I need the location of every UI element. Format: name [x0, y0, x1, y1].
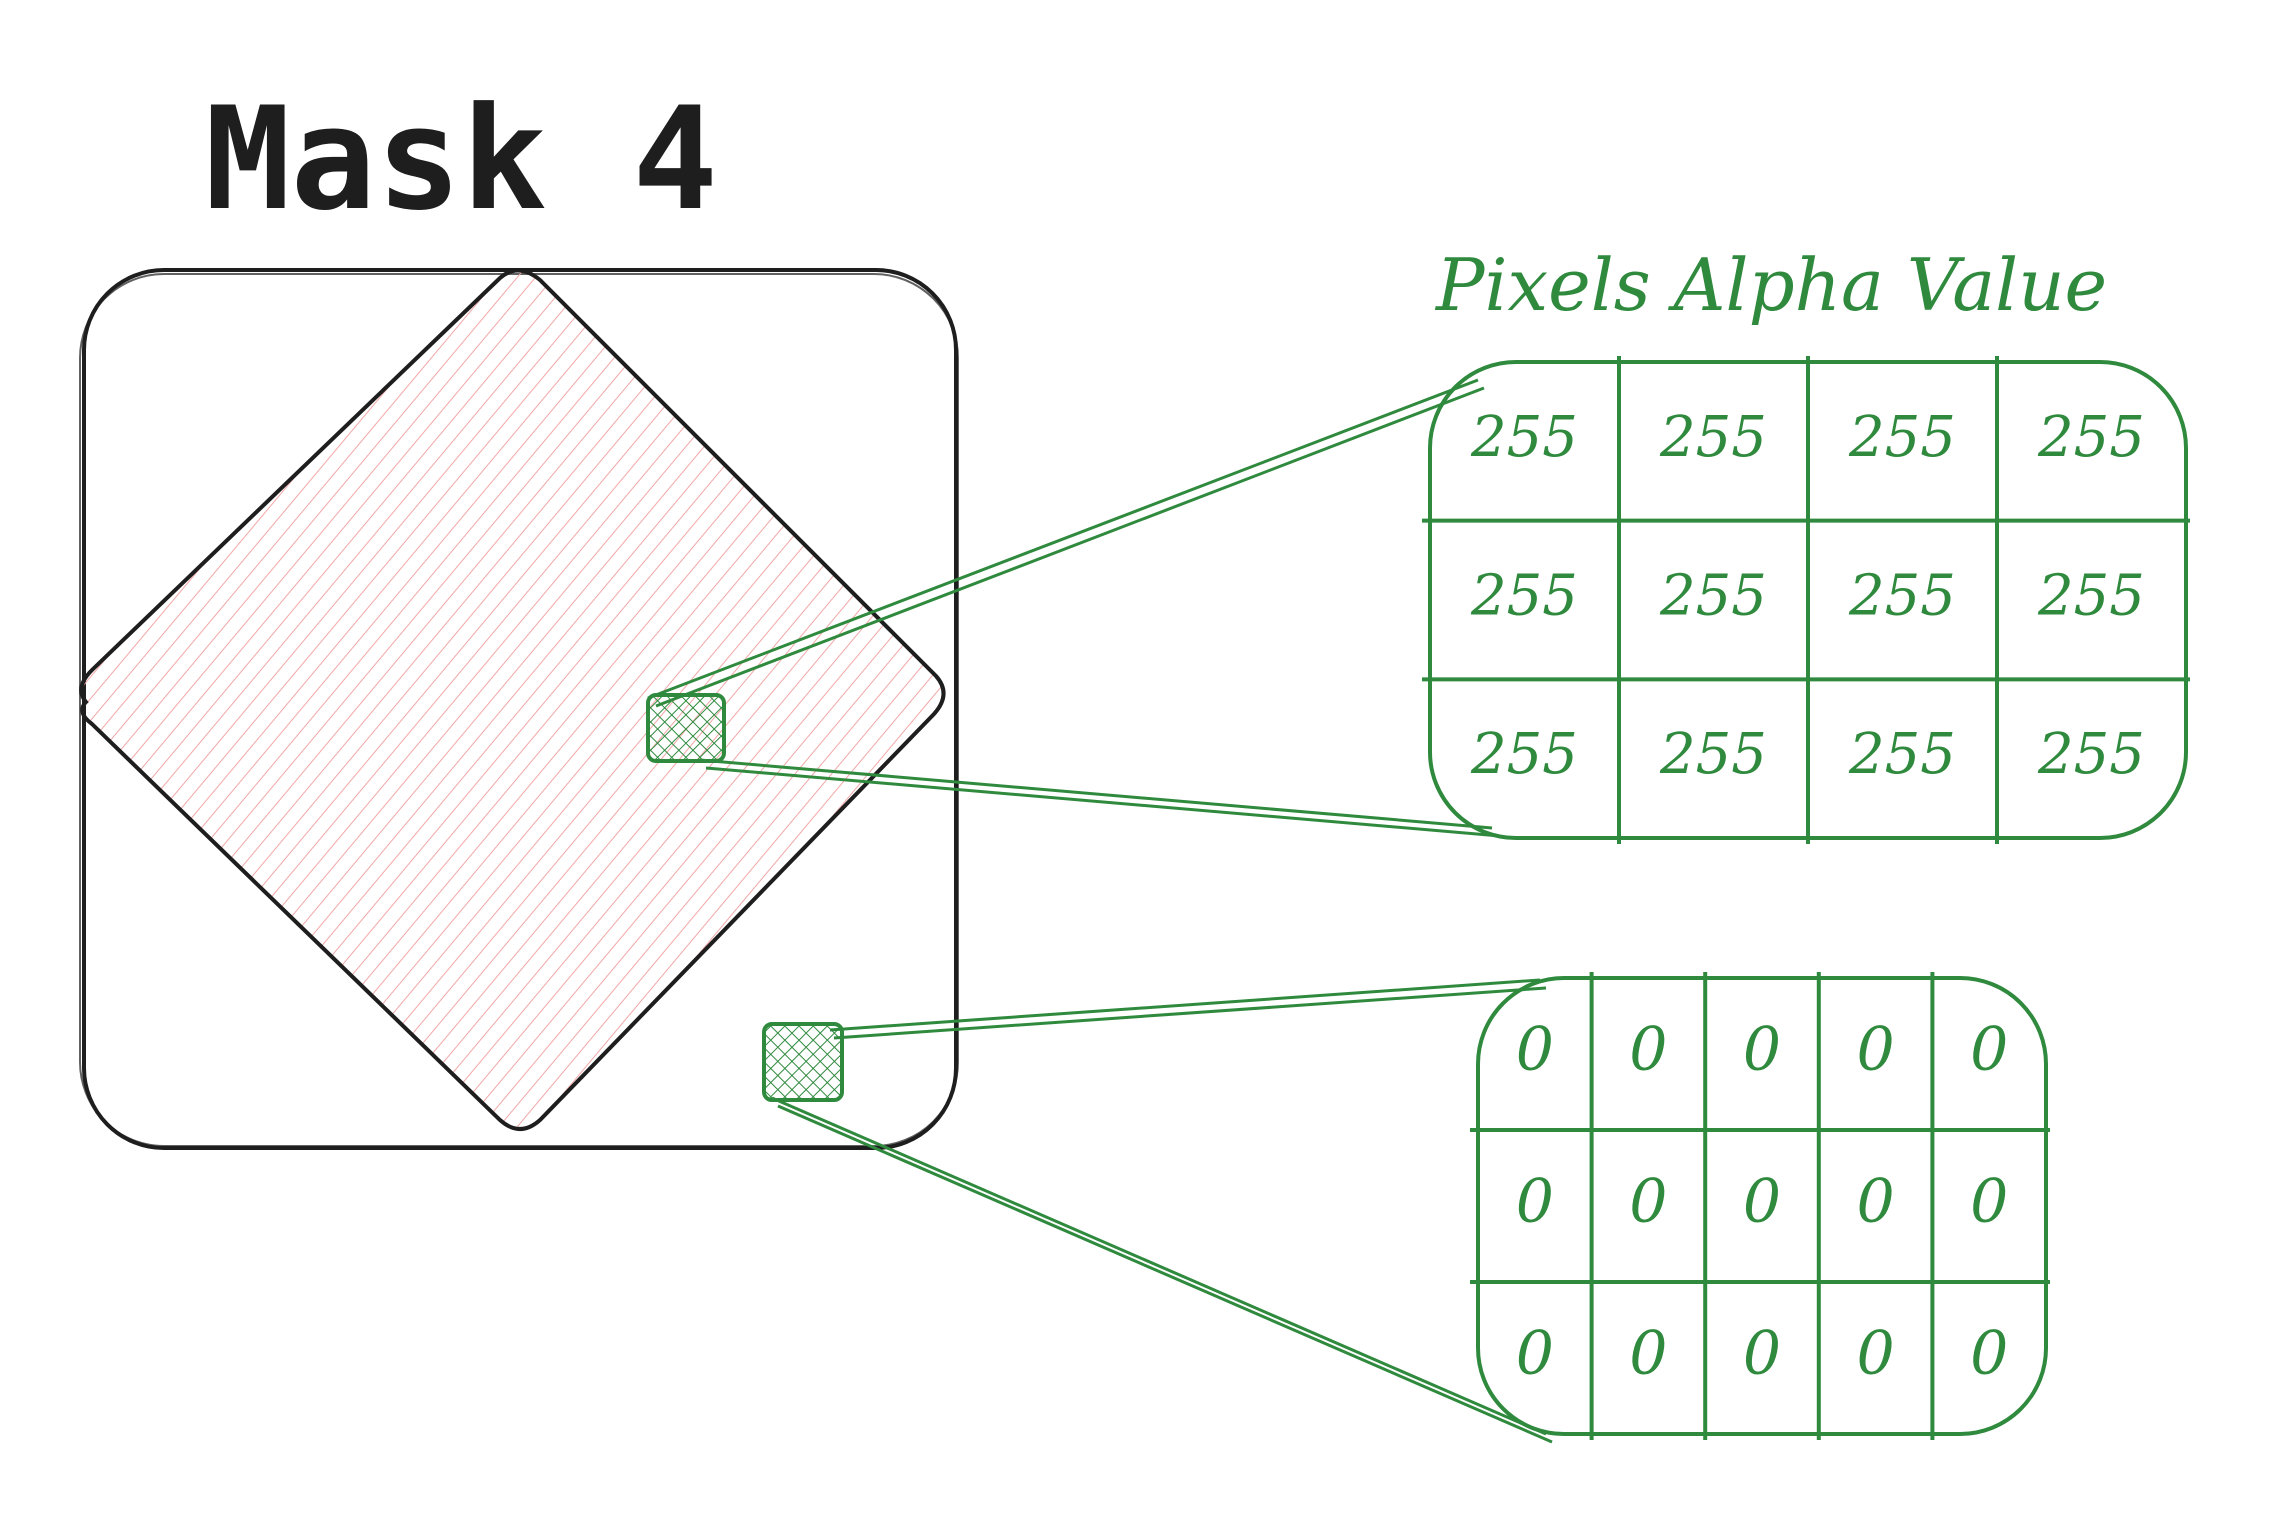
- transparent-grid-cell-value: 0: [1857, 1319, 1895, 1389]
- diagram-title: Mask 4: [205, 77, 718, 242]
- opaque-grid-cell-value: 255: [1848, 564, 1956, 629]
- opaque-grid-cell-value: 255: [1659, 722, 1767, 787]
- transparent-alpha-grid: 0 0 0 0 0 0 0 0 0 0 0 0 0 0 0: [1470, 972, 2050, 1440]
- transparent-grid-cell-value: 0: [1970, 1167, 2008, 1237]
- zoom-connector-bottom: [771, 978, 1553, 1444]
- transparent-grid-cell-value: 0: [1970, 1319, 2008, 1389]
- transparent-grid-cell-value: 0: [1743, 1319, 1781, 1389]
- opaque-grid-cell-value: 255: [1848, 722, 1956, 787]
- transparent-grid-cell-value: 0: [1629, 1167, 1667, 1237]
- transparent-grid-cell-value: 0: [1857, 1167, 1895, 1237]
- transparent-grid-cell-value: 0: [1743, 1167, 1781, 1237]
- mask-diamond-shape: [79, 268, 946, 1131]
- opaque-grid-cell-value: 255: [2037, 722, 2145, 787]
- transparent-grid-cell-value: 0: [1516, 1167, 1554, 1237]
- transparent-grid-cell-value: 0: [1516, 1319, 1554, 1389]
- opaque-grid-cell-value: 255: [2037, 564, 2145, 629]
- opaque-grid-cell-value: 255: [1848, 405, 1956, 470]
- transparent-grid-cell-value: 0: [1970, 1015, 2008, 1085]
- transparent-grid-cell-value: 0: [1857, 1015, 1895, 1085]
- transparent-grid-cell-value: 0: [1743, 1015, 1781, 1085]
- opaque-grid-cell-value: 255: [1470, 564, 1578, 629]
- opaque-alpha-grid: 255 255 255 255 255 255 255 255 255 255 255 255: [1422, 356, 2190, 844]
- grid-caption: Pixels Alpha Value: [1434, 243, 2107, 327]
- opaque-grid-cell-value: 255: [2037, 405, 2145, 470]
- opaque-grid-cell-value: 255: [1659, 564, 1767, 629]
- opaque-grid-cell-value: 255: [1659, 405, 1767, 470]
- opaque-grid-cell-value: 255: [1470, 405, 1578, 470]
- transparent-grid-cell-value: 0: [1629, 1319, 1667, 1389]
- opaque-grid-cell-value: 255: [1470, 722, 1578, 787]
- transparent-grid-cell-value: 0: [1516, 1015, 1554, 1085]
- transparent-pixel-sample: [762, 1022, 844, 1102]
- transparent-grid-cell-value: 0: [1629, 1015, 1667, 1085]
- zoom-connector-top: [647, 378, 1501, 838]
